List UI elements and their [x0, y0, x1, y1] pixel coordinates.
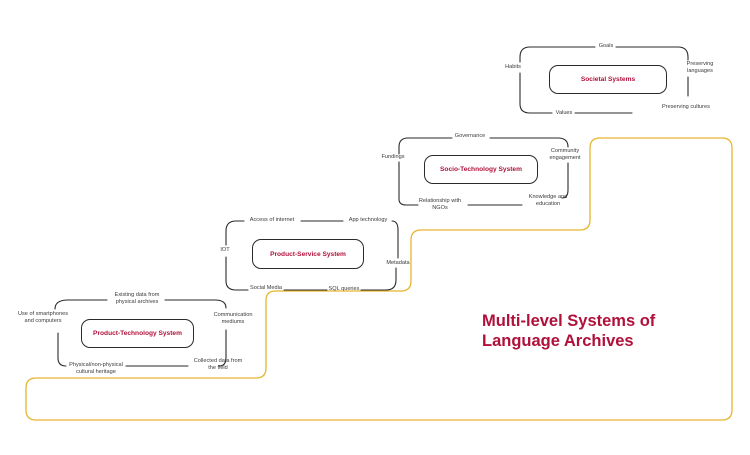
product-service-system-box: Product-Service System	[252, 239, 364, 269]
level-4-top-label: Goals	[598, 43, 614, 49]
socio-technology-system-label: Socio-Technology System	[440, 166, 522, 173]
level-2-connectors	[225, 220, 399, 291]
level-2-left-label: IOT	[220, 247, 230, 253]
level-3-right-label: Community engagement	[549, 148, 581, 161]
level-1-top-label: Existing data from physical archives	[114, 292, 160, 305]
level-2-bottom-right-label: SQL queries	[328, 286, 360, 292]
level-1-connectors	[54, 299, 227, 367]
level-1-left-label: Use of smartphones and computers	[17, 311, 69, 324]
level-2-top-right-label: App technology	[348, 217, 388, 223]
level-1-bottom-right-label: Collected data from the field	[193, 358, 243, 371]
societal-systems-label: Societal Systems	[580, 76, 636, 83]
level-4-bottom-right-label: Preserving cultures	[662, 104, 710, 110]
level-1-right-label: Communication mediums	[213, 312, 253, 325]
level-4-left-label: Habits	[505, 64, 521, 70]
product-technology-system-label: Product-Technology System	[93, 330, 182, 337]
level-3-left-label: Fundings	[381, 154, 405, 160]
level-4-right-label: Preserving languages	[686, 61, 714, 74]
diagram-title-line-2: Language Archives	[482, 332, 634, 350]
level-2-right-label: Metadata	[386, 260, 410, 266]
level-2-bottom-left-label: Social Media	[249, 285, 283, 291]
product-technology-system-box: Product-Technology System	[81, 319, 194, 348]
staircase-outline	[25, 137, 733, 421]
level-3-top-label: Governance	[454, 133, 486, 139]
level-4-bottom-left-label: Values	[555, 110, 573, 116]
level-3-bottom-right-label: Knowledge and education	[528, 194, 568, 207]
level-4-connectors	[519, 46, 689, 114]
diagram-title: Multi-level Systems of Language Archives	[482, 311, 655, 351]
level-3-connectors	[398, 137, 569, 206]
level-3-bottom-left-label: Relationship with NGOs	[418, 198, 462, 211]
level-1-bottom-left-label: Physical/non-physical cultural heritage	[69, 362, 123, 375]
diagram-title-line-1: Multi-level Systems of	[482, 312, 656, 330]
level-2-top-left-label: Access of internet	[249, 217, 295, 223]
product-service-system-label: Product-Service System	[270, 250, 346, 258]
socio-technology-system-box: Socio-Technology System	[424, 155, 538, 184]
societal-systems-box: Societal Systems	[549, 65, 667, 94]
